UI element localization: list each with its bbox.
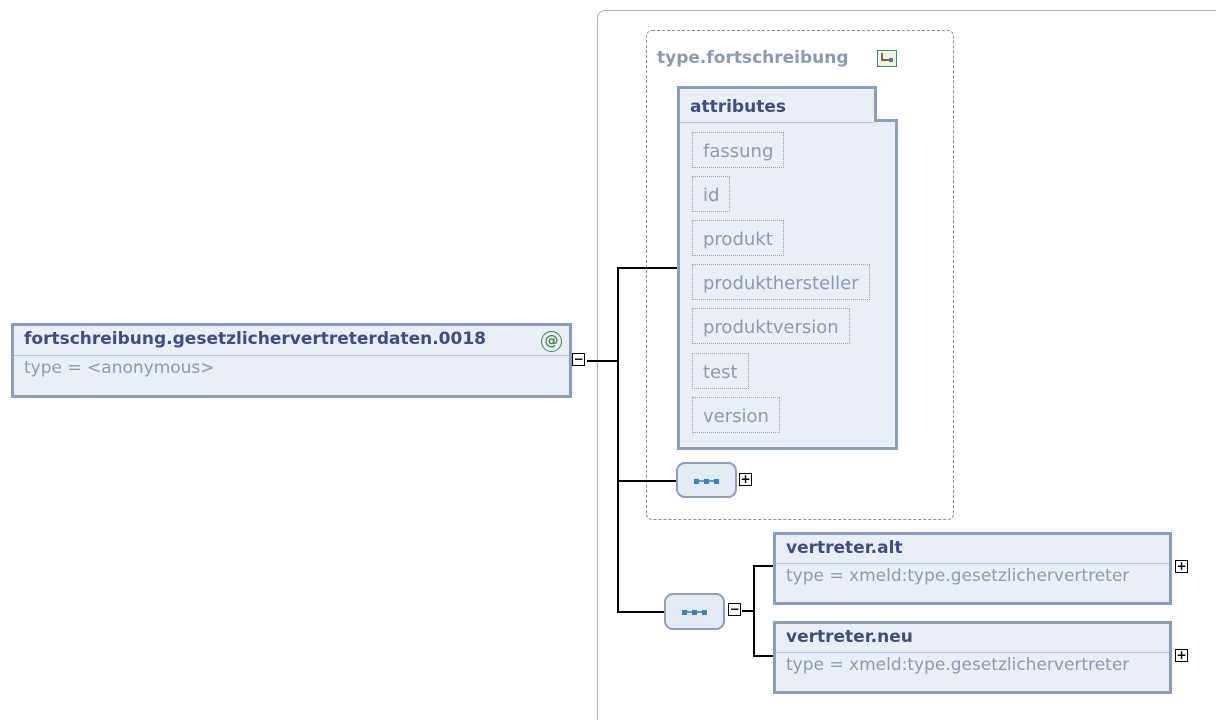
attributes-corner-tab: [874, 86, 898, 122]
attributes-box: attributes: [677, 86, 898, 450]
attributes-separator: [680, 122, 874, 123]
child-element-type: type = xmeld:type.gesetzlichervertreter: [786, 655, 1130, 675]
type-group-box: [646, 30, 954, 520]
attribute-produkt[interactable]: produkt: [692, 220, 784, 256]
root-element-divider: [14, 355, 569, 356]
attribute-produkthersteller[interactable]: produkthersteller: [692, 264, 870, 300]
sequence-compositor[interactable]: [676, 462, 737, 498]
attribute-id[interactable]: id: [692, 176, 731, 212]
connector-line: [617, 267, 619, 612]
root-element-name: fortschreibung.gesetzlichervertreterdate…: [24, 329, 486, 349]
child-element-type: type = xmeld:type.gesetzlichervertreter: [786, 566, 1130, 586]
root-collapse-button[interactable]: −: [572, 352, 585, 366]
connector-line: [617, 480, 677, 482]
vertreter-alt-expand-button[interactable]: +: [1175, 559, 1188, 573]
child-element-divider: [776, 652, 1169, 653]
child-element-vertreter-neu[interactable]: vertreter.neu type = xmeld:type.gesetzli…: [773, 621, 1172, 694]
attribute-test[interactable]: test: [692, 353, 749, 389]
connector-line: [742, 610, 754, 612]
connector-line: [753, 565, 773, 567]
sequence-collapse-button[interactable]: −: [728, 602, 741, 616]
attributes-title: attributes: [690, 97, 786, 117]
connector-line: [617, 611, 665, 613]
attribute-version[interactable]: version: [692, 397, 780, 433]
attribute-badge-icon: @: [541, 331, 562, 352]
connector-line: [617, 267, 677, 269]
connector-line: [587, 360, 618, 362]
child-element-name: vertreter.neu: [786, 627, 913, 647]
type-group-name: type.fortschreibung: [657, 48, 849, 68]
root-element-type: type = <anonymous>: [24, 358, 215, 378]
child-element-vertreter-alt[interactable]: vertreter.alt type = xmeld:type.gesetzli…: [773, 532, 1172, 605]
child-element-name: vertreter.alt: [786, 538, 903, 558]
sequence-expand-button[interactable]: +: [739, 472, 752, 486]
connector-line: [753, 565, 755, 656]
attribute-fassung[interactable]: fassung: [692, 132, 785, 168]
vertreter-neu-expand-button[interactable]: +: [1175, 648, 1188, 662]
connector-line: [753, 655, 773, 657]
content-frame: [597, 10, 1216, 720]
type-reference-icon: [877, 50, 897, 67]
root-element[interactable]: fortschreibung.gesetzlichervertreterdate…: [11, 323, 572, 398]
sequence-compositor-children[interactable]: [664, 593, 725, 630]
attribute-produktversion[interactable]: produktversion: [692, 308, 850, 344]
child-element-divider: [776, 563, 1169, 564]
